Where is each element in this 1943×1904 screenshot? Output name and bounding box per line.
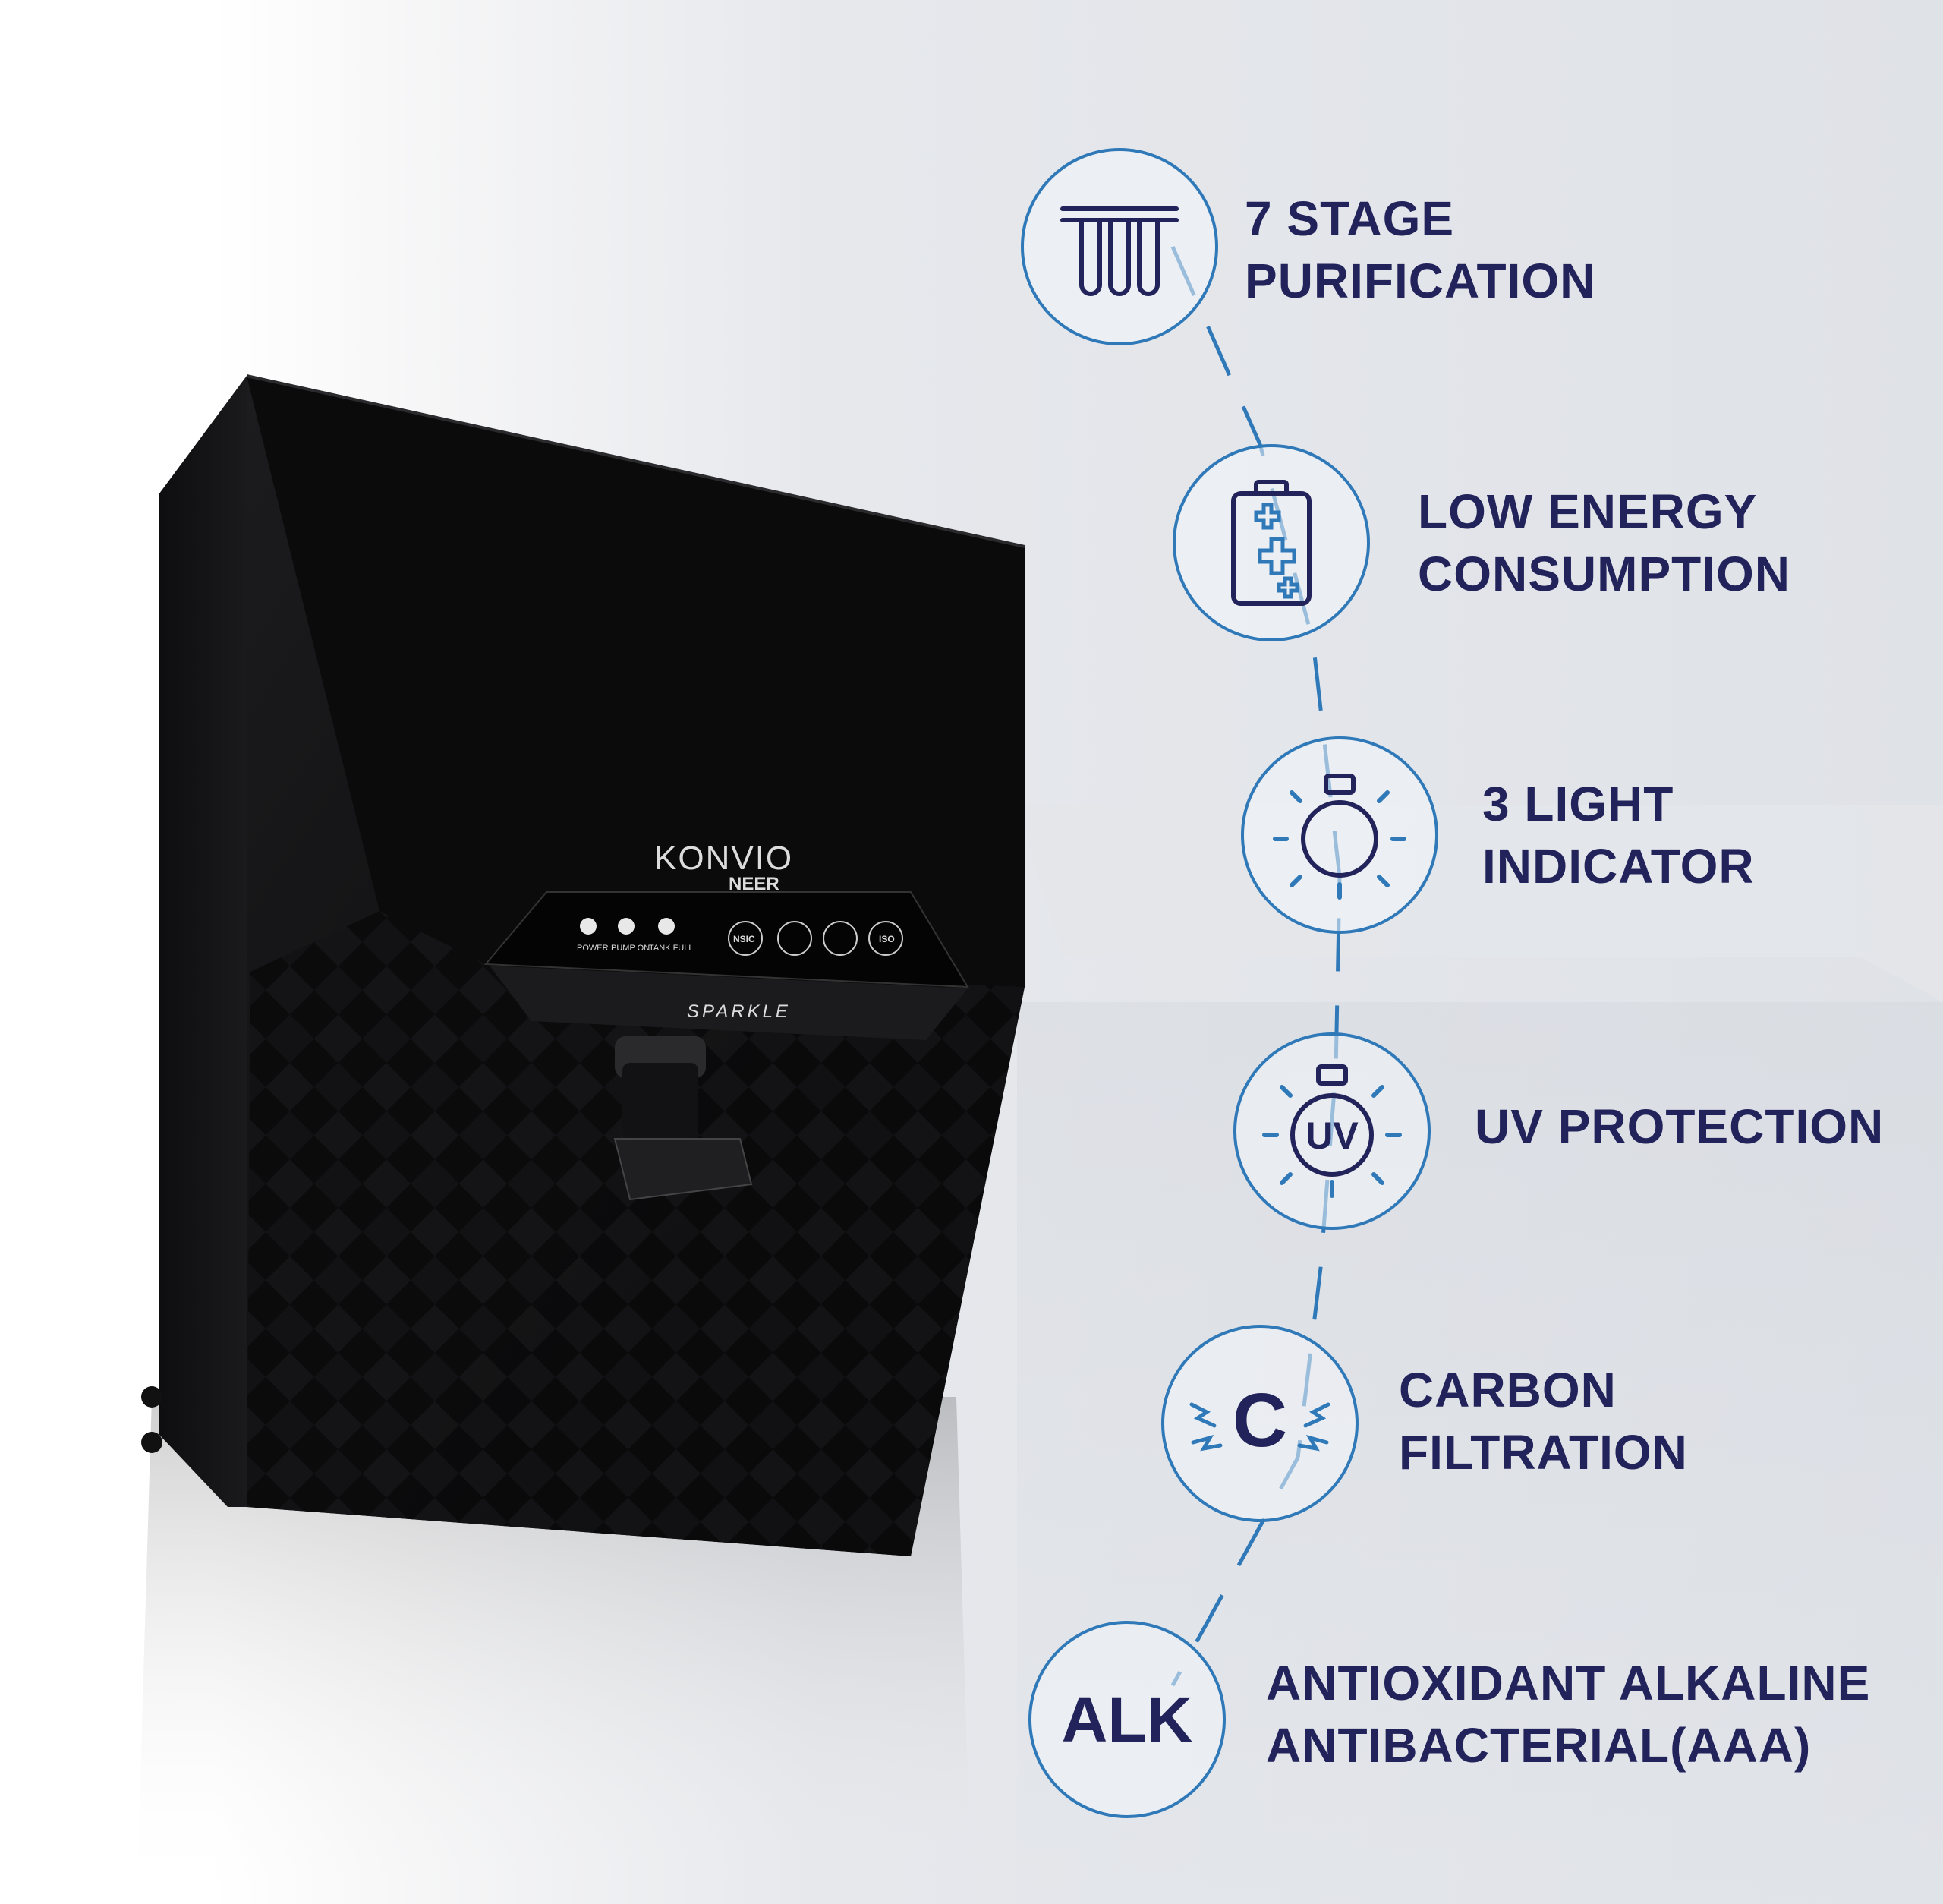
power-led [580, 918, 597, 935]
feature-label-line: 7 STAGE [1245, 191, 1455, 246]
label-tank: TANK FULL [649, 944, 693, 953]
carbon-icon-text: C [1233, 1378, 1287, 1463]
feature-circle [1173, 444, 1370, 641]
feature-label-line: INDICATOR [1482, 839, 1755, 894]
feature-label-line: CONSUMPTION [1418, 547, 1790, 601]
label-power: POWER [577, 944, 609, 953]
alkaline-icon: ALK [1061, 1683, 1193, 1755]
brand-sublogo: NEER [729, 874, 779, 894]
feature-circle: ALK [1028, 1621, 1226, 1818]
feature-label-line: PURIFICATION [1245, 254, 1596, 308]
feature-label-line: CARBON [1399, 1363, 1617, 1417]
feature-circle [1241, 736, 1438, 934]
feature-circle [1021, 148, 1218, 345]
filter-cartridges-icon [1060, 206, 1179, 296]
label-pump: PUMP ON [611, 944, 650, 953]
feature-circle: UV [1233, 1032, 1431, 1230]
pump-led [618, 918, 635, 935]
badge-nsic: NSIC [733, 934, 755, 944]
uv-icon-text: UV [1305, 1114, 1359, 1157]
tank-led [658, 918, 675, 935]
feature-label-line: FILTRATION [1399, 1425, 1688, 1480]
battery-plus-icon [1231, 480, 1312, 606]
uv-lamp-icon: UV [1262, 1064, 1402, 1198]
carbon-icon: C [1189, 1378, 1330, 1463]
feature-label-line: UV PROTECTION [1475, 1099, 1885, 1154]
feature-circle: C [1161, 1325, 1359, 1522]
model-name: SPARKLE [687, 1001, 791, 1022]
feature-label-line: 3 LIGHT [1482, 777, 1674, 831]
badge-iso: ISO [879, 934, 895, 944]
feature-label-line: ANTIOXIDANT ALKALINE [1266, 1656, 1871, 1710]
light-bulb-icon [1273, 774, 1406, 900]
feature-label-line: ANTIBACTERIAL(AAA) [1266, 1718, 1812, 1773]
feature-label-line: LOW ENERGY [1418, 484, 1758, 539]
brand-logo: KONVIO [654, 840, 793, 877]
